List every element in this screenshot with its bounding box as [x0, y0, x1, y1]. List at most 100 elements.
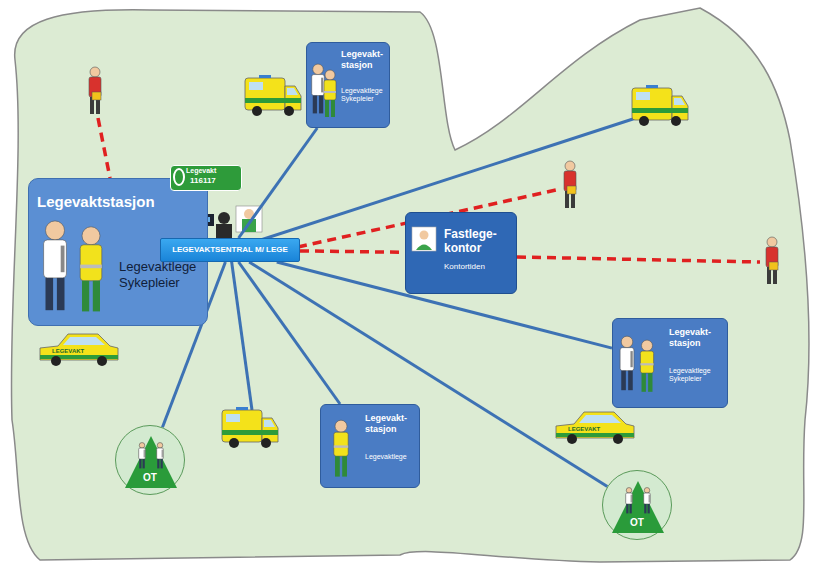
drawing-part — [319, 96, 323, 114]
connector-line — [239, 262, 340, 404]
person-figure — [620, 336, 634, 390]
person-figure — [766, 237, 778, 284]
drawing-part — [222, 430, 278, 435]
drawing-part — [157, 448, 164, 459]
drawing-part — [626, 493, 633, 504]
drawing-part — [143, 459, 145, 468]
node-body: Legevaktlege Sykepleier — [341, 87, 385, 104]
drawing-part — [236, 407, 248, 410]
drawing-part — [632, 108, 688, 113]
drawing-part — [321, 78, 323, 93]
drawing-part — [313, 96, 317, 114]
dashed-link — [98, 118, 110, 178]
drawing-part — [245, 98, 301, 103]
drawing-part — [92, 92, 101, 100]
drawing-part — [242, 219, 256, 232]
node-title: OT — [118, 472, 182, 484]
drawing-part — [626, 504, 628, 513]
logo-text: 116117 — [190, 177, 216, 185]
drawing-part — [287, 88, 298, 95]
node-body: Legevaktlege — [365, 453, 415, 461]
drawing-part — [644, 488, 650, 494]
person-figure — [644, 488, 651, 514]
node-title: OT — [605, 517, 669, 529]
drawing-part — [636, 92, 650, 100]
drawing-part — [226, 414, 240, 422]
drawing-part — [244, 209, 254, 219]
person-figure — [157, 443, 164, 469]
link-line — [230, 250, 252, 410]
drawing-part — [334, 445, 348, 447]
drawing-part — [51, 356, 61, 366]
person-figure — [640, 340, 653, 392]
drawing-part — [644, 504, 646, 513]
drawing-part — [46, 221, 65, 240]
drawing-part — [416, 245, 432, 251]
drawing-part — [46, 278, 54, 310]
dispatch-bar: LEGEVAKTSENTRAL M/ LEGE — [160, 238, 300, 262]
drawing-part — [284, 106, 294, 116]
drawing-part — [324, 91, 336, 93]
person-figure — [80, 227, 102, 312]
person-figure — [139, 443, 146, 469]
logo-text: Legevakt — [186, 167, 216, 174]
drawing-part — [259, 75, 271, 78]
drawing-part — [648, 504, 650, 513]
drawing-part — [157, 443, 163, 449]
logo-mark — [173, 168, 185, 186]
node-illustration — [603, 471, 673, 541]
drawing-part — [216, 224, 232, 238]
drawing-part — [44, 240, 67, 278]
connector-line — [239, 128, 318, 238]
drawing-part — [229, 438, 239, 448]
drawing-part — [312, 75, 325, 96]
drawing-part — [82, 281, 89, 312]
node-title: Legevakt-stasjon — [669, 327, 723, 349]
drawing-part — [218, 212, 230, 224]
node-title: Fastlege-kontor — [444, 227, 510, 256]
drawing-part — [567, 186, 576, 194]
drawing-part — [93, 281, 100, 312]
person-figure — [324, 70, 336, 117]
ambulance-icon — [222, 407, 278, 448]
drawing-part — [626, 488, 632, 494]
drawing-part — [325, 70, 335, 80]
drawing-part — [630, 504, 632, 513]
drawing-part — [630, 351, 632, 367]
drawing-part — [252, 106, 262, 116]
drawing-part — [57, 278, 65, 310]
node-illustration — [116, 426, 186, 496]
drawing-part — [40, 355, 118, 359]
ot-circle: OT — [602, 470, 672, 540]
gp-office-box: Fastlege-kontorKontortiden — [405, 212, 517, 294]
drawing-part — [769, 262, 778, 270]
node-body: Kontortiden — [444, 262, 510, 272]
drawing-part — [80, 265, 102, 269]
person-figure — [626, 488, 633, 514]
car-icon — [40, 334, 118, 366]
drawing-part — [628, 371, 633, 391]
drawing-part — [649, 495, 650, 503]
link-line — [230, 118, 636, 250]
ambulance-icon — [245, 75, 301, 116]
drawing-part — [420, 231, 429, 240]
drawing-part — [621, 371, 626, 391]
car-icon — [556, 412, 634, 444]
station-box: Legevakt-stasjonLegevaktlege Sykepleier — [612, 318, 728, 408]
drawing-part — [565, 161, 575, 171]
drawing-part — [324, 80, 336, 100]
node-title: Legevakt-stasjon — [341, 49, 385, 71]
drawing-part — [144, 450, 145, 458]
drawing-part — [139, 443, 145, 449]
drawing-part — [646, 85, 658, 88]
drawing-part — [264, 420, 275, 427]
dashed-link — [517, 257, 760, 262]
drawing-part — [331, 100, 335, 117]
station-box: Legevakt-stasjonLegevaktlege Sykepleier — [306, 42, 390, 128]
drawing-part — [671, 116, 681, 126]
drawing-part — [556, 412, 634, 438]
person-figure — [89, 67, 101, 114]
drawing-part — [644, 493, 651, 504]
drawing-part — [674, 98, 685, 105]
